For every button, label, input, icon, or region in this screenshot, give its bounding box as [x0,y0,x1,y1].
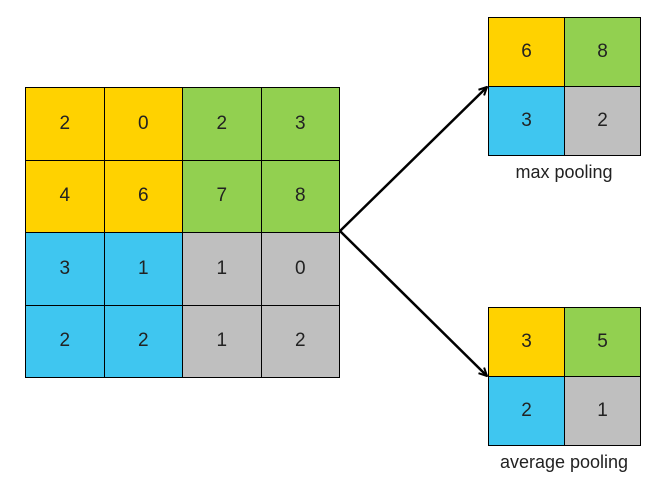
input-cell-r1-c4: 3 [260,87,340,161]
input-cell-r1-c2: 0 [103,87,183,161]
average-pooling-cell-r2-c2: 1 [564,376,641,446]
average-pooling-cell-r2-c1: 2 [488,376,565,446]
input-cell-r1-c3: 2 [182,87,262,161]
max-pooling-caption: max pooling [515,162,613,182]
average-pooling-cell-r1-c1: 3 [488,307,565,377]
average-pooling-cell-r1-c2: 5 [564,307,641,377]
max-pooling-cell-r1-c2: 8 [564,17,641,87]
input-cell-r4-c1: 2 [25,304,105,378]
max-pooling-cell-r2-c2: 2 [564,86,641,156]
input-cell-r1-c1: 2 [25,87,105,161]
input-cell-r4-c3: 1 [182,304,262,378]
arrow-to-average-pooling [339,230,487,376]
input-cell-r4-c4: 2 [260,304,340,378]
max-pooling-cell-r1-c1: 6 [488,17,565,87]
input-cell-r2-c1: 4 [25,159,105,233]
input-cell-r2-c3: 7 [182,159,262,233]
max-pooling-cell-r2-c1: 3 [488,86,565,156]
arrow-to-max-pooling [339,87,487,232]
input-cell-r2-c2: 6 [103,159,183,233]
average-pooling-caption: average pooling [499,452,629,472]
input-cell-r3-c4: 0 [260,232,340,306]
